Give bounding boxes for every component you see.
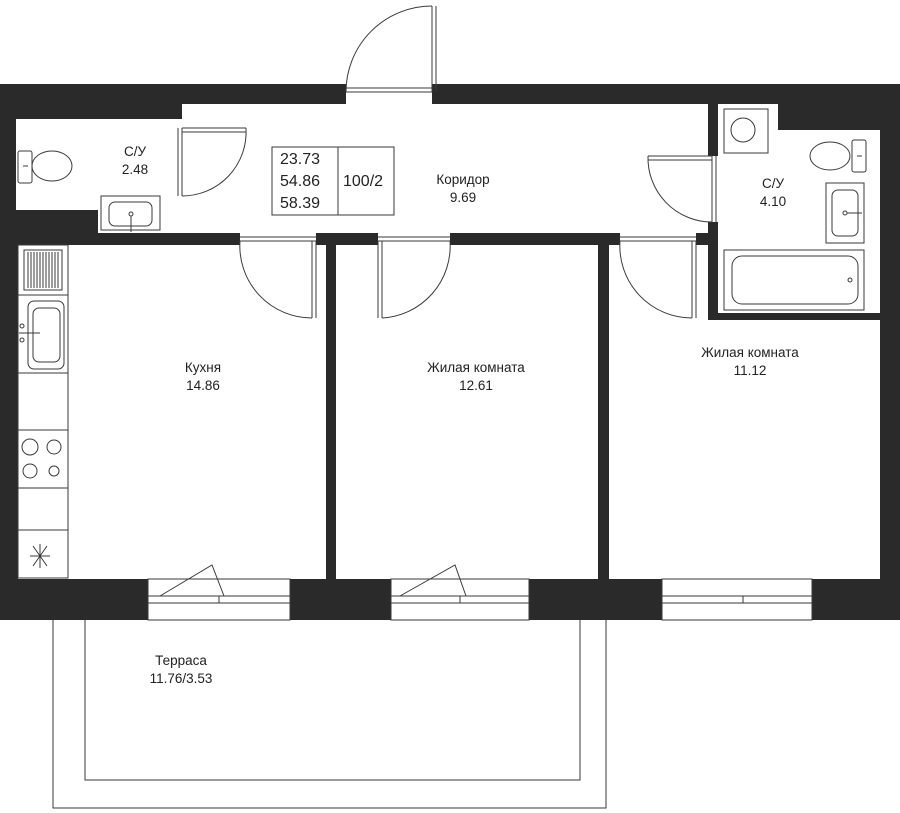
summary-area-2: 54.86 — [280, 173, 321, 190]
room-area: 4.10 — [759, 194, 787, 209]
room-name: С/У — [761, 176, 785, 191]
living2-window — [661, 578, 813, 621]
room-wc2: С/У 4.10 — [760, 175, 786, 211]
room-name: С/У — [123, 144, 147, 159]
summary-area-1: 23.73 — [280, 151, 321, 168]
room-name: Жилая комната — [701, 345, 799, 360]
wc1-fixtures — [17, 150, 161, 232]
room-area: 14.86 — [186, 378, 220, 393]
kitchen-fixtures — [17, 244, 69, 579]
room-terrace: Терраса 11.76/3.53 — [150, 652, 213, 688]
wc2-fixtures — [723, 108, 867, 311]
room-corridor: Коридор 9.69 — [436, 171, 489, 207]
toilet-icon — [17, 150, 33, 184]
radiator-icon — [23, 249, 63, 291]
walls — [0, 84, 900, 620]
stove-icon — [21, 438, 62, 479]
summary-box — [271, 146, 395, 216]
terrace-outline — [52, 620, 607, 809]
room-wc1: С/У 2.48 — [122, 143, 148, 179]
room-area: 12.61 — [459, 378, 493, 393]
gas-meter-icon — [30, 544, 50, 568]
room-area: 2.48 — [121, 162, 149, 177]
windows — [147, 564, 813, 621]
summary-code: 100/2 — [343, 173, 384, 190]
room-name: Жилая комната — [427, 360, 525, 375]
room-kitchen: Кухня 14.86 — [185, 359, 221, 395]
room-name: Коридор — [436, 172, 490, 187]
living1-window — [390, 578, 530, 621]
kitchen-sink-icon — [19, 300, 65, 370]
room-area: 11.76/3.53 — [149, 671, 213, 686]
doors — [172, 5, 718, 319]
room-name: Терраса — [155, 653, 207, 668]
room-living-1: Жилая комната 12.61 — [427, 359, 525, 395]
room-name: Кухня — [184, 360, 222, 375]
summary-area-3: 58.39 — [280, 195, 321, 212]
room-living-2: Жилая комната 11.12 — [701, 344, 799, 380]
room-area: 9.69 — [449, 190, 477, 205]
room-area: 11.12 — [733, 363, 767, 378]
